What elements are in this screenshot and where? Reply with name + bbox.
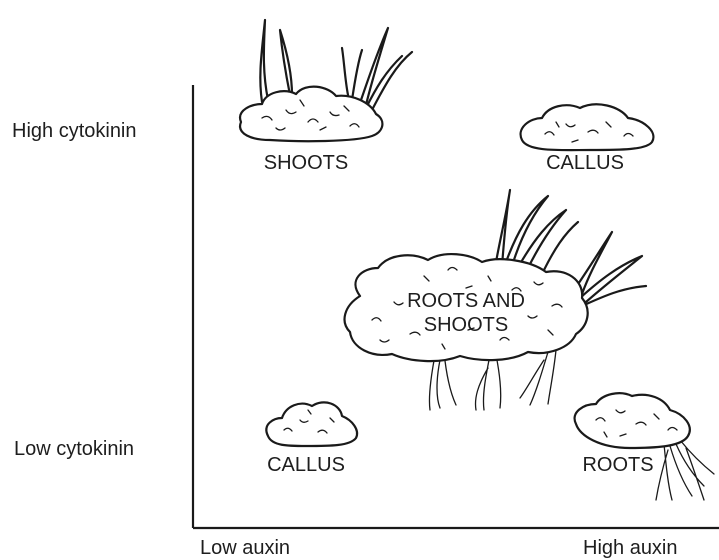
- callus-top-illustration: [521, 104, 654, 150]
- roots-and-shoots-label: ROOTS AND SHOOTS: [407, 289, 525, 337]
- roots-and-shoots-line2: SHOOTS: [407, 313, 525, 337]
- roots-label: ROOTS: [582, 454, 653, 476]
- callus-bottom-label: CALLUS: [267, 454, 345, 476]
- x-axis-high-label: High auxin: [583, 537, 678, 559]
- y-axis-low-label: Low cytokinin: [14, 438, 134, 460]
- shoots-label: SHOOTS: [264, 152, 348, 174]
- callus-top-label: CALLUS: [546, 152, 624, 174]
- callus-bottom-illustration: [266, 402, 357, 446]
- x-axis-low-label: Low auxin: [200, 537, 290, 559]
- y-axis-high-label: High cytokinin: [12, 120, 137, 142]
- shoots-callus-illustration: [240, 20, 412, 141]
- roots-illustration: [575, 393, 714, 500]
- roots-and-shoots-line1: ROOTS AND: [407, 289, 525, 313]
